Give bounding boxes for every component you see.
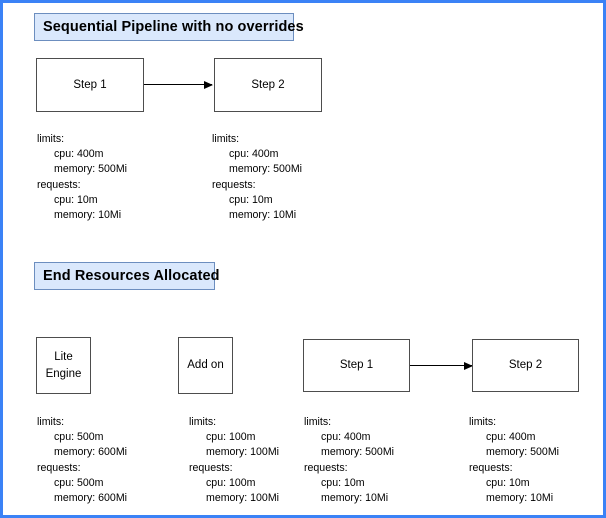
spec-block-lite-engine: limits: cpu: 500m memory: 600Mi requests… — [37, 415, 127, 506]
spec-block-step1-row1: limits: cpu: 400m memory: 500Mi requests… — [37, 132, 127, 223]
section-header-sequential-pipeline: Sequential Pipeline with no overrides — [34, 13, 304, 41]
spec-block-step2-row1: limits: cpu: 400m memory: 500Mi requests… — [212, 132, 302, 223]
diagram-canvas: Sequential Pipeline with no overrides St… — [3, 3, 603, 515]
arrow-step1-to-step2-row2 — [410, 365, 472, 367]
requests-cpu: cpu: 10m — [486, 476, 530, 489]
requests-label: requests: — [469, 461, 513, 474]
limits-label: limits: — [37, 133, 65, 145]
requests-cpu: cpu: 10m — [321, 476, 365, 489]
requests-memory: memory: 10Mi — [54, 209, 122, 222]
limits-memory: memory: 500Mi — [486, 446, 559, 459]
requests-memory: memory: 100Mi — [206, 492, 279, 505]
node-step-2-row2[interactable]: Step 2 — [472, 339, 579, 392]
requests-cpu: cpu: 10m — [229, 193, 273, 206]
requests-label: requests: — [37, 461, 81, 474]
limits-cpu: cpu: 500m — [54, 431, 104, 444]
requests-cpu: cpu: 10m — [54, 193, 98, 206]
limits-label: limits: — [189, 416, 217, 428]
requests-memory: memory: 10Mi — [486, 492, 554, 505]
limits-memory: memory: 100Mi — [206, 446, 279, 459]
limits-label: limits: — [37, 416, 65, 428]
limits-label: limits: — [212, 133, 240, 145]
requests-memory: memory: 600Mi — [54, 492, 127, 505]
section-header-end-resources-allocated: End Resources Allocated — [34, 262, 220, 290]
limits-memory: memory: 500Mi — [321, 446, 394, 459]
limits-label: limits: — [304, 416, 332, 428]
requests-label: requests: — [189, 461, 233, 474]
spec-block-step2-row2: limits: cpu: 400m memory: 500Mi requests… — [469, 415, 559, 506]
requests-cpu: cpu: 100m — [206, 476, 256, 489]
limits-label: limits: — [469, 416, 497, 428]
limits-cpu: cpu: 100m — [206, 431, 256, 444]
limits-cpu: cpu: 400m — [486, 431, 536, 444]
limits-cpu: cpu: 400m — [229, 148, 279, 161]
arrow-step1-to-step2-row1 — [144, 84, 212, 86]
requests-memory: memory: 10Mi — [229, 209, 297, 222]
requests-label: requests: — [212, 178, 256, 191]
node-step-1-row1[interactable]: Step 1 — [36, 58, 144, 112]
limits-memory: memory: 500Mi — [54, 163, 127, 176]
requests-label: requests: — [37, 178, 81, 191]
node-lite-engine[interactable]: Lite Engine — [36, 337, 91, 394]
spec-block-step1-row2: limits: cpu: 400m memory: 500Mi requests… — [304, 415, 394, 506]
node-step-2-row1[interactable]: Step 2 — [214, 58, 322, 112]
limits-cpu: cpu: 400m — [54, 148, 104, 161]
requests-memory: memory: 10Mi — [321, 492, 389, 505]
limits-memory: memory: 600Mi — [54, 446, 127, 459]
limits-cpu: cpu: 400m — [321, 431, 371, 444]
spec-block-add-on: limits: cpu: 100m memory: 100Mi requests… — [189, 415, 279, 506]
limits-memory: memory: 500Mi — [229, 163, 302, 176]
node-step-1-row2[interactable]: Step 1 — [303, 339, 410, 392]
requests-label: requests: — [304, 461, 348, 474]
node-add-on[interactable]: Add on — [178, 337, 233, 394]
requests-cpu: cpu: 500m — [54, 476, 104, 489]
